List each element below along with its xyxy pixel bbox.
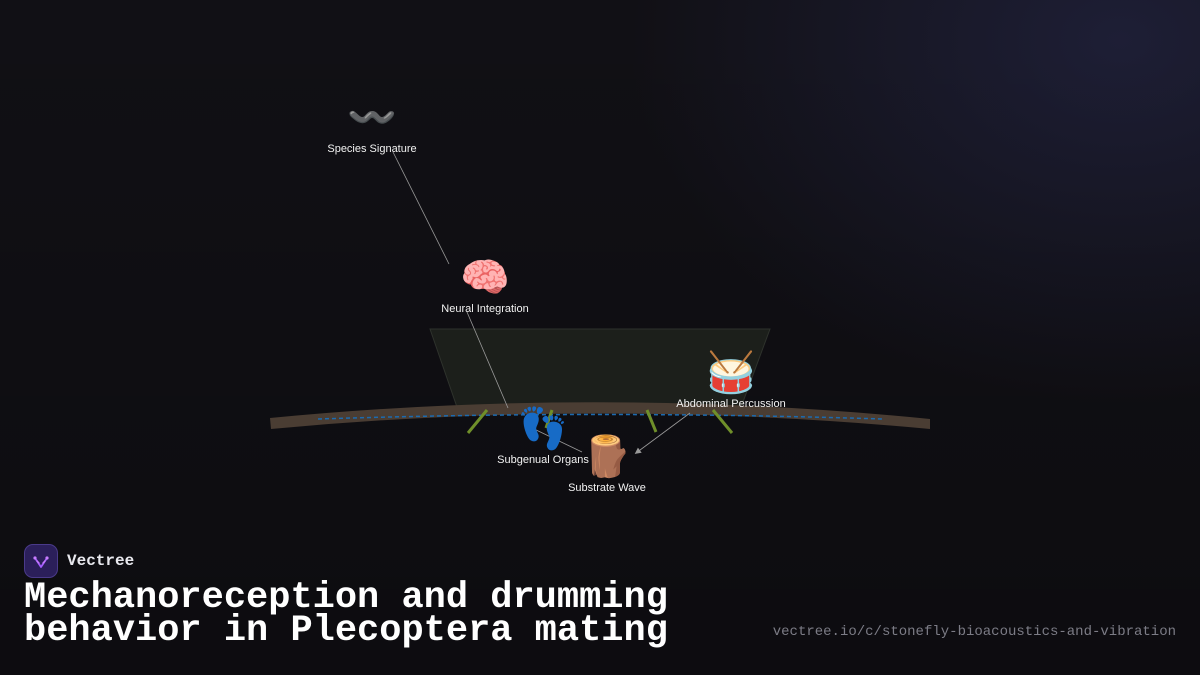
brand[interactable]: Vectree bbox=[24, 544, 134, 578]
title-line-1: Mechanoreception and drumming bbox=[24, 577, 668, 619]
node-species-signature[interactable]: 〰️ Species Signature bbox=[327, 95, 416, 155]
insect-leg bbox=[466, 409, 489, 434]
node-subgenual-organs[interactable]: 👣 Subgenual Organs bbox=[497, 406, 589, 466]
node-abdominal-percussion[interactable]: 🥁 Abdominal Percussion bbox=[676, 350, 785, 410]
title-line-2: behavior in Plecoptera mating bbox=[24, 610, 668, 652]
node-substrate-wave[interactable]: 🪵 Substrate Wave bbox=[568, 434, 646, 494]
node-label: Abdominal Percussion bbox=[676, 398, 786, 410]
insect-leg bbox=[544, 409, 554, 429]
source-url[interactable]: vectree.io/c/stonefly-bioacoustics-and-v… bbox=[772, 624, 1176, 640]
wave-icon: 〰️ bbox=[347, 96, 397, 140]
footprints-icon: 👣 bbox=[518, 407, 568, 451]
insect-leg bbox=[645, 409, 658, 433]
log-icon: 🪵 bbox=[582, 435, 632, 479]
vectree-logo-icon bbox=[24, 544, 58, 578]
connector-subgenual-to-substrate bbox=[531, 427, 583, 453]
brain-icon: 🧠 bbox=[460, 256, 510, 300]
substrate-branch bbox=[270, 402, 930, 429]
node-label: Substrate Wave bbox=[568, 482, 646, 494]
node-label: Neural Integration bbox=[441, 303, 529, 315]
brand-name: Vectree bbox=[67, 552, 135, 570]
node-label: Species Signature bbox=[327, 143, 417, 155]
page-title: Mechanoreception and drumming behavior i… bbox=[24, 580, 744, 650]
connector-neural-to-subgenual bbox=[466, 311, 509, 409]
node-label: Subgenual Organs bbox=[497, 454, 589, 466]
connector-signature-to-neural bbox=[392, 151, 450, 265]
drum-icon: 🥁 bbox=[706, 351, 756, 395]
connector-percussion-to-substrate bbox=[634, 412, 691, 454]
vibration-signal-line bbox=[317, 413, 883, 420]
insect-leg bbox=[711, 409, 734, 434]
node-neural-integration[interactable]: 🧠 Neural Integration bbox=[441, 255, 528, 315]
